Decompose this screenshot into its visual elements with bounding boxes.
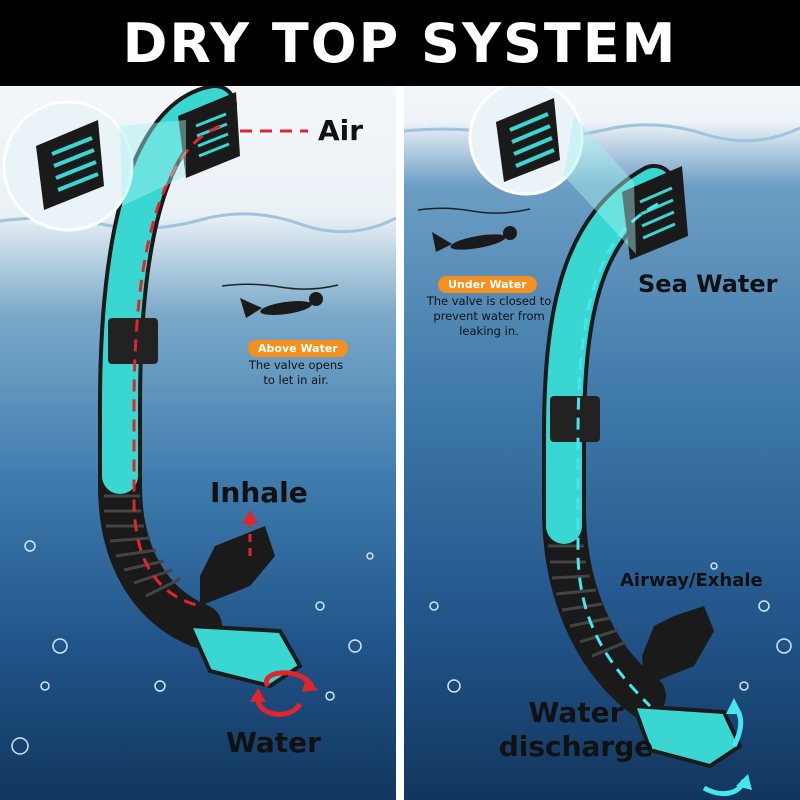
sea-water-label: Sea Water: [638, 270, 778, 298]
zoom-beam: [120, 120, 186, 206]
water-flow-path: [576, 202, 659, 708]
air-flow-path: [132, 124, 221, 608]
cycle-arrow-icon: [250, 670, 318, 717]
corrugated-hose: [548, 544, 627, 658]
inhale-label: Inhale: [210, 476, 308, 509]
water-label: Water: [226, 726, 321, 759]
above-water-badge: Above Water: [248, 340, 348, 357]
snorkel-clip: [108, 318, 158, 364]
waterline: [404, 123, 800, 143]
under-water-badge: Under Water: [438, 276, 537, 293]
water-discharge-label: Water discharge: [498, 696, 654, 763]
airway-exhale-label: Airway/Exhale: [620, 570, 763, 591]
panel-divider: [396, 86, 404, 800]
diver-icon: [432, 226, 517, 252]
inhale-arrow-icon: [242, 510, 258, 524]
valve-zoom-detail: [496, 98, 560, 182]
under-water-note: The valve is closed to prevent water fro…: [426, 294, 552, 338]
snorkel-clip: [550, 396, 600, 442]
title-bar: DRY TOP SYSTEM: [0, 0, 800, 86]
purge-valve: [186, 623, 303, 689]
zoom-beam: [564, 116, 636, 254]
valve-zoom-vents: [51, 136, 99, 192]
wave-line-icon: [221, 283, 339, 290]
valve-vents: [639, 186, 676, 240]
corrugated-hose: [104, 494, 181, 598]
under-water-panel: Sea Water Airway/Exhale Water discharge …: [404, 86, 800, 800]
bubbles: [429, 562, 792, 693]
bubbles: [11, 540, 374, 755]
discharge-arrow-icon: [702, 698, 752, 797]
above-water-panel: Air Inhale Water Above Water The valve o…: [0, 86, 396, 800]
wave-line-icon: [417, 207, 531, 214]
right-illustration: [404, 86, 800, 797]
mouthpiece: [642, 606, 714, 686]
left-illustration: [0, 86, 396, 755]
mouthpiece: [200, 526, 275, 606]
page-title: DRY TOP SYSTEM: [122, 11, 678, 75]
valve-zoom-vents: [509, 112, 555, 168]
purge-valve: [631, 703, 743, 769]
air-label: Air: [318, 114, 364, 147]
above-water-note: The valve opens to let in air.: [248, 358, 344, 387]
valve-zoom-detail: [36, 120, 104, 210]
diver-icon: [240, 292, 323, 318]
valve-vents: [195, 112, 230, 158]
